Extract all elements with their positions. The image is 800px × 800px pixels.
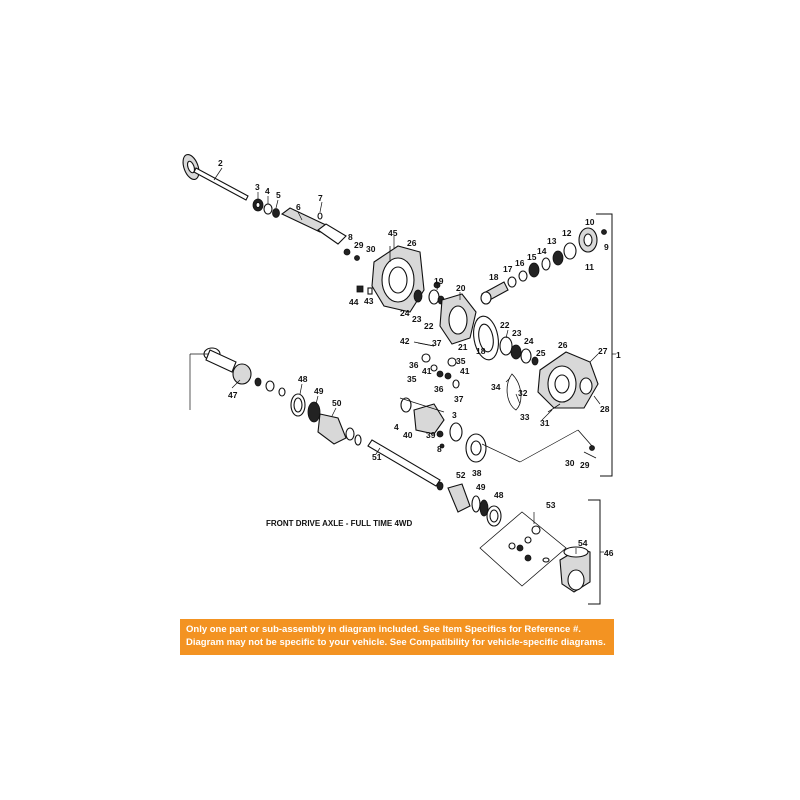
callout-18: 18: [489, 272, 499, 282]
callout-5: 5: [276, 190, 281, 200]
callout-32: 32: [518, 388, 528, 398]
callout-22: 22: [424, 321, 434, 331]
cv-axle-right: [436, 481, 502, 527]
differential-case: [433, 281, 499, 361]
callout-44: 44: [349, 297, 359, 307]
callout-49-lower: 49: [476, 482, 486, 492]
callout-31: 31: [540, 418, 550, 428]
callout-12: 12: [562, 228, 572, 238]
callout-21: 21: [458, 342, 468, 352]
callout-38: 38: [472, 468, 482, 478]
callout-14: 14: [537, 246, 547, 256]
callout-50: 50: [332, 398, 342, 408]
callout-6: 6: [296, 202, 301, 212]
callout-39: 39: [426, 430, 436, 440]
carrier-housing-left: [356, 245, 445, 313]
callout-19: 19: [434, 276, 444, 286]
callout-23-right: 23: [512, 328, 522, 338]
intermediate-shaft: [367, 397, 487, 487]
callout-8-lower: 8: [437, 444, 442, 454]
diagram-title: FRONT DRIVE AXLE - FULL TIME 4WD: [266, 519, 412, 528]
callout-24-right: 24: [524, 336, 534, 346]
callout-20: 20: [456, 283, 466, 293]
callout-37-b: 37: [454, 394, 464, 404]
callout-26-right: 26: [558, 340, 568, 350]
callout-29-lower: 29: [580, 460, 590, 470]
hub-lock-assembly: [479, 511, 591, 593]
callout-10: 10: [585, 217, 595, 227]
callout-47: 47: [228, 390, 238, 400]
callout-41-b: 41: [460, 366, 470, 376]
callout-24: 24: [400, 308, 410, 318]
callout-51: 51: [372, 452, 382, 462]
notice-line-2: Diagram may not be specific to your vehi…: [186, 637, 606, 648]
callout-22-right: 22: [500, 320, 510, 330]
leader-lines: [213, 167, 601, 554]
callout-37: 37: [432, 338, 442, 348]
carrier-housing-right: [499, 336, 599, 459]
cv-axle-left: [203, 347, 362, 446]
callout-28: 28: [600, 404, 610, 414]
callout-23: 23: [412, 314, 422, 324]
notice-banner: Only one part or sub-assembly in diagram…: [180, 619, 614, 655]
callout-48: 48: [298, 374, 308, 384]
callout-52: 52: [456, 470, 466, 480]
callout-8: 8: [348, 232, 353, 242]
callout-33: 33: [520, 412, 530, 422]
callout-1: 1: [616, 350, 621, 360]
callout-30: 30: [366, 244, 376, 254]
callout-35-b: 35: [407, 374, 417, 384]
pinion-parts: [480, 227, 607, 305]
callout-9: 9: [604, 242, 609, 252]
callout-15: 15: [527, 252, 537, 262]
notice-line-1: Only one part or sub-assembly in diagram…: [186, 624, 581, 635]
callout-34: 34: [491, 382, 501, 392]
callout-46: 46: [604, 548, 614, 558]
callout-29: 29: [354, 240, 364, 250]
callout-42: 42: [400, 336, 410, 346]
callout-numbers: 2 3 4 5 6 7 8 29 30 45 26 10 9 12 13 14 …: [218, 158, 621, 558]
callout-13: 13: [547, 236, 557, 246]
callout-53: 53: [546, 500, 556, 510]
callout-2: 2: [218, 158, 223, 168]
callout-7: 7: [318, 193, 323, 203]
callout-40: 40: [403, 430, 413, 440]
callout-43: 43: [364, 296, 374, 306]
callout-48-lower: 48: [494, 490, 504, 500]
callout-45: 45: [388, 228, 398, 238]
callout-25: 25: [536, 348, 546, 358]
callout-30-lower: 30: [565, 458, 575, 468]
callout-36: 36: [409, 360, 419, 370]
callout-17: 17: [503, 264, 513, 274]
callout-16: 16: [515, 258, 525, 268]
callout-54: 54: [578, 538, 588, 548]
callout-18-case: 18: [476, 346, 486, 356]
callout-41: 41: [422, 366, 432, 376]
callout-4: 4: [265, 186, 270, 196]
callout-35: 35: [456, 356, 466, 366]
axle-shaft-assembly: [182, 154, 360, 261]
callout-27: 27: [598, 346, 608, 356]
callout-49: 49: [314, 386, 324, 396]
assembly-brackets: [189, 213, 616, 605]
callout-3: 3: [255, 182, 260, 192]
callout-36-b: 36: [434, 384, 444, 394]
callout-4-lower: 4: [394, 422, 399, 432]
callout-26: 26: [407, 238, 417, 248]
small-hardware: [413, 341, 460, 389]
callout-11: 11: [585, 262, 594, 272]
callout-3-lower: 3: [452, 410, 457, 420]
